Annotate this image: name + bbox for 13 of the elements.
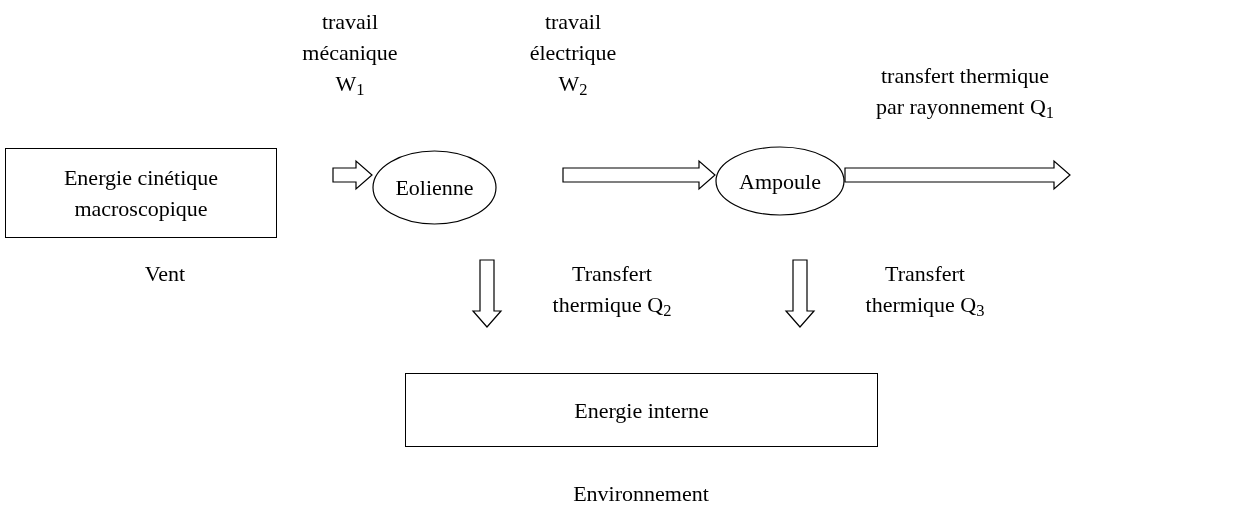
hollow-arrow bbox=[332, 159, 373, 191]
hollow-arrow bbox=[844, 159, 1071, 191]
node-label: Energie cinétique macroscopique bbox=[62, 164, 220, 223]
hollow-arrow bbox=[471, 259, 503, 328]
node-label: Ampoule bbox=[738, 167, 822, 196]
rectangle-node bbox=[405, 373, 878, 447]
node-label: Eolienne bbox=[394, 174, 475, 202]
node-caption: Vent bbox=[143, 260, 187, 288]
hollow-arrow bbox=[562, 159, 716, 191]
node-caption: Environnement bbox=[572, 480, 710, 508]
rectangle-node bbox=[5, 148, 277, 238]
node-label: Energie interne bbox=[573, 396, 710, 425]
hollow-arrow bbox=[784, 259, 816, 328]
